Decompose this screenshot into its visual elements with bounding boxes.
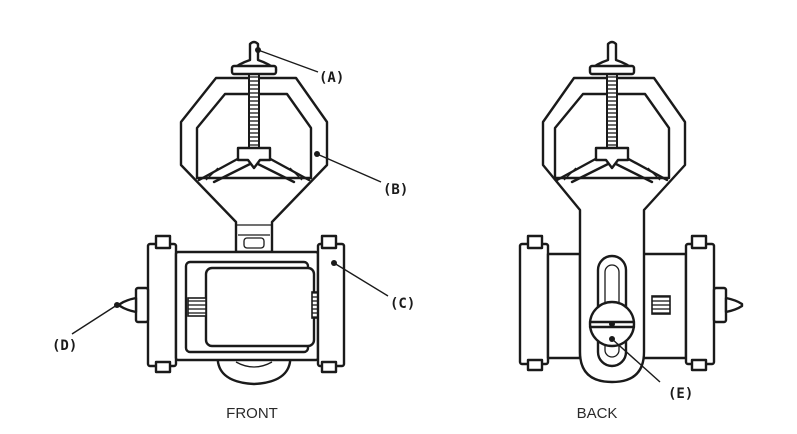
front-clamp [146,234,346,374]
back-view [518,40,744,384]
caption-back: BACK [577,405,618,422]
callout-a: (A) [255,47,344,86]
callout-b-label: (B) [383,182,408,198]
front-view [118,40,346,386]
back-jaw-collar [594,146,630,170]
callout-d: (D) [52,302,120,354]
front-side-knob[interactable] [118,286,150,324]
callout-e-label: (E) [668,386,693,402]
caption-front: FRONT [226,405,278,422]
callout-e: (E) [609,336,693,402]
back-top-knob[interactable] [588,40,636,76]
front-threaded-rod [248,69,260,151]
back-threaded-rod [606,69,618,151]
front-jaw-collar [236,146,272,170]
callout-b: (B) [314,151,408,198]
callout-a-label: (A) [319,70,344,86]
callout-c: (C) [331,260,415,312]
callout-d-label: (D) [52,338,77,354]
front-top-knob[interactable] [230,40,278,76]
callout-c-label: (C) [390,296,415,312]
back-thumb-screw[interactable] [588,300,636,348]
